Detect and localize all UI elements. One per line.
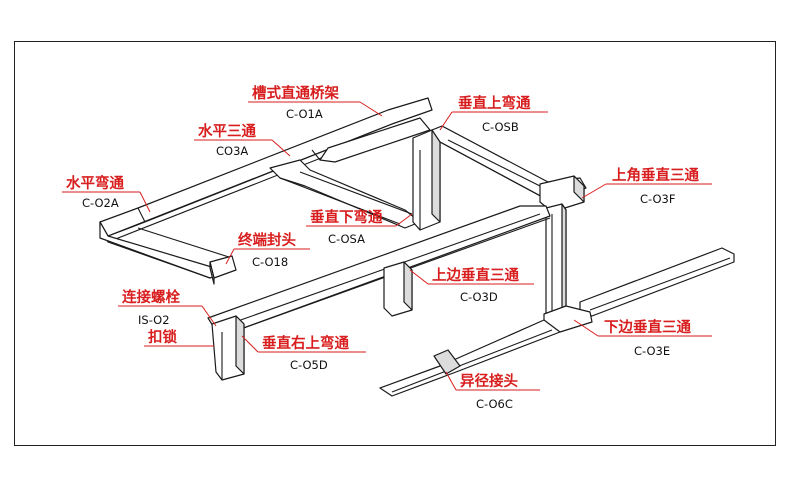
tray-vertical-up-elbow bbox=[319, 117, 431, 163]
label-upper-tee-code: C-O3D bbox=[460, 290, 498, 304]
label-vertical-down-elbow-code: C-OSA bbox=[328, 232, 365, 246]
label-horizontal-tee-name: 水平三通 bbox=[198, 122, 256, 140]
callouts: 槽式直通桥架 C-O1A 水平三通 CO3A 水平弯通 C-O2A 垂直下弯通 … bbox=[62, 84, 712, 411]
label-reducer-code: C-O6C bbox=[476, 397, 513, 411]
tray-lower-right-run bbox=[579, 247, 735, 317]
label-end-cap-code: C-O18 bbox=[252, 255, 288, 269]
tray-right-vertical-side bbox=[561, 203, 567, 319]
label-right-up-elbow-name: 垂直右上弯通 bbox=[262, 334, 349, 352]
label-horizontal-elbow-name: 水平弯通 bbox=[66, 174, 124, 192]
label-connector-bolt-name: 连接螺栓 bbox=[122, 288, 180, 306]
tray-end-cap-face bbox=[209, 261, 215, 285]
label-vertical-up-elbow-code: C-OSB bbox=[482, 120, 519, 134]
label-reducer-name: 异径接头 bbox=[460, 372, 518, 390]
tray-corner-side bbox=[573, 175, 585, 203]
label-right-up-elbow-code: C-O5D bbox=[290, 358, 328, 372]
tray-vertical-riser-side bbox=[431, 129, 441, 223]
label-connector-bolt-code: IS-O2 bbox=[138, 313, 170, 327]
tray-support-post-side bbox=[403, 261, 413, 311]
label-top-corner-tee-name: 上角垂直三通 bbox=[612, 166, 699, 184]
tray-end-cap bbox=[209, 255, 237, 279]
label-upper-tee-name: 上边垂直三通 bbox=[432, 266, 519, 284]
label-horizontal-elbow-code: C-O2A bbox=[82, 196, 119, 210]
label-lower-tee-name: 下边垂直三通 bbox=[604, 318, 691, 336]
tray-structure bbox=[99, 97, 735, 397]
label-straight-tray-name: 槽式直通桥架 bbox=[252, 84, 339, 102]
label-straight-tray-code: C-O1A bbox=[286, 107, 323, 121]
label-horizontal-tee-code: CO3A bbox=[216, 144, 248, 158]
tray-left-vertical-side bbox=[235, 315, 245, 375]
label-vertical-up-elbow-name: 垂直上弯通 bbox=[458, 94, 531, 112]
label-top-corner-tee-code: C-O3F bbox=[640, 192, 675, 206]
label-lower-tee-code: C-O3E bbox=[634, 344, 670, 358]
diagram-frame bbox=[14, 41, 776, 446]
label-vertical-down-elbow-name: 垂直下弯通 bbox=[310, 208, 383, 226]
label-clip-name: 扣锁 bbox=[148, 328, 177, 346]
label-end-cap-name: 终端封头 bbox=[238, 231, 296, 249]
tray-reducer bbox=[433, 349, 461, 375]
